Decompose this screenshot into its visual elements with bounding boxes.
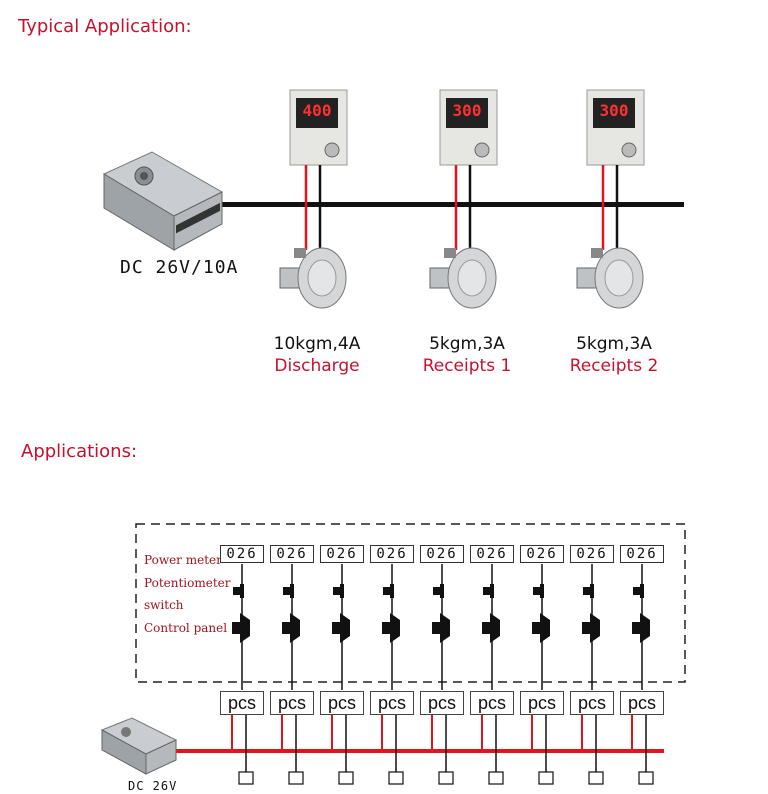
small-power-supply-label: DC 26V: [128, 779, 178, 793]
power-meter-display: 026: [620, 545, 664, 563]
potentiometer-icon: [633, 587, 641, 595]
brake-spec-label: 5kgm,3A: [576, 334, 652, 354]
typical-application-diagram: [102, 89, 684, 309]
brake-spec-label: 10kgm,4A: [273, 334, 361, 354]
controller-unit-1: [279, 89, 348, 309]
control-switch-icon: [490, 613, 500, 643]
output-terminal: [538, 771, 554, 785]
controller-display: [446, 98, 488, 128]
control-unit-5: [431, 564, 454, 785]
control-switch-icon: [440, 613, 450, 643]
brake-role-label: Discharge: [274, 356, 360, 376]
row-label-control-panel: Control panel: [144, 621, 228, 635]
potentiometer-icon: [433, 587, 441, 595]
output-terminal: [638, 771, 654, 785]
pcs-box: pcs: [270, 691, 314, 715]
control-switch-icon: [340, 613, 350, 643]
output-terminal: [238, 771, 254, 785]
brake-spec-label: 5kgm,3A: [429, 334, 505, 354]
controller-knob: [324, 142, 340, 158]
control-switch-icon: [240, 613, 250, 643]
power-meter-display: 026: [320, 545, 364, 563]
applications-diagram: [100, 523, 686, 785]
row-label-potentiometer: Potentiometer: [144, 576, 231, 590]
potentiometer-icon: [583, 587, 591, 595]
potentiometer-icon: [483, 587, 491, 595]
output-terminal: [288, 771, 304, 785]
power-meter-display: 026: [270, 545, 314, 563]
power-meter-display: 026: [370, 545, 414, 563]
control-unit-3: [331, 564, 354, 785]
power-meter-display: 026: [420, 545, 464, 563]
controller-display: [593, 98, 635, 128]
power-supply-unit: [102, 151, 224, 251]
power-supply-label: DC 26V/10A: [120, 257, 239, 278]
output-terminal: [338, 771, 354, 785]
applications-title: Applications:: [21, 441, 138, 462]
controller-unit-3: [576, 89, 645, 309]
control-switch-icon: [590, 613, 600, 643]
pcs-box: pcs: [470, 691, 514, 715]
control-unit-9: [631, 564, 654, 785]
power-meter-display: 026: [570, 545, 614, 563]
power-meter-display: 026: [470, 545, 514, 563]
red-power-bus: [176, 749, 664, 753]
typical-application-title: Typical Application:: [18, 16, 192, 37]
pcs-box: pcs: [420, 691, 464, 715]
controller-display-value: 400: [302, 101, 332, 120]
brake-role-label: Receipts 2: [569, 356, 659, 376]
pcs-box: pcs: [370, 691, 414, 715]
row-label-power-meter: Power meter: [144, 553, 222, 567]
pcs-box: pcs: [570, 691, 614, 715]
control-unit-4: [381, 564, 404, 785]
potentiometer-icon: [283, 587, 291, 595]
control-unit-6: [481, 564, 504, 785]
control-unit-1: [231, 564, 254, 785]
pcs-box: pcs: [620, 691, 664, 715]
controller-knob: [621, 142, 637, 158]
output-terminal: [438, 771, 454, 785]
pcs-box: pcs: [520, 691, 564, 715]
controller-knob: [474, 142, 490, 158]
brake-role-label: Receipts 1: [422, 356, 512, 376]
small-power-supply: [100, 717, 178, 775]
output-terminal: [488, 771, 504, 785]
control-switch-icon: [390, 613, 400, 643]
output-terminal: [388, 771, 404, 785]
controller-display: [296, 98, 338, 128]
control-unit-8: [581, 564, 604, 785]
controller-unit-2: [429, 89, 498, 309]
power-meter-display: 026: [220, 545, 264, 563]
control-panel-enclosure: [135, 523, 686, 683]
controller-display-value: 300: [599, 101, 629, 120]
potentiometer-icon: [383, 587, 391, 595]
row-label-switch: switch: [144, 598, 184, 612]
pcs-box: pcs: [320, 691, 364, 715]
control-switch-icon: [290, 613, 300, 643]
control-unit-7: [531, 564, 554, 785]
main-bus-line: [214, 202, 684, 207]
power-meter-display: 026: [520, 545, 564, 563]
control-unit-2: [281, 564, 304, 785]
control-switch-icon: [540, 613, 550, 643]
potentiometer-icon: [233, 587, 241, 595]
pcs-box: pcs: [220, 691, 264, 715]
output-terminal: [588, 771, 604, 785]
potentiometer-icon: [533, 587, 541, 595]
potentiometer-icon: [333, 587, 341, 595]
control-switch-icon: [640, 613, 650, 643]
controller-display-value: 300: [452, 101, 482, 120]
